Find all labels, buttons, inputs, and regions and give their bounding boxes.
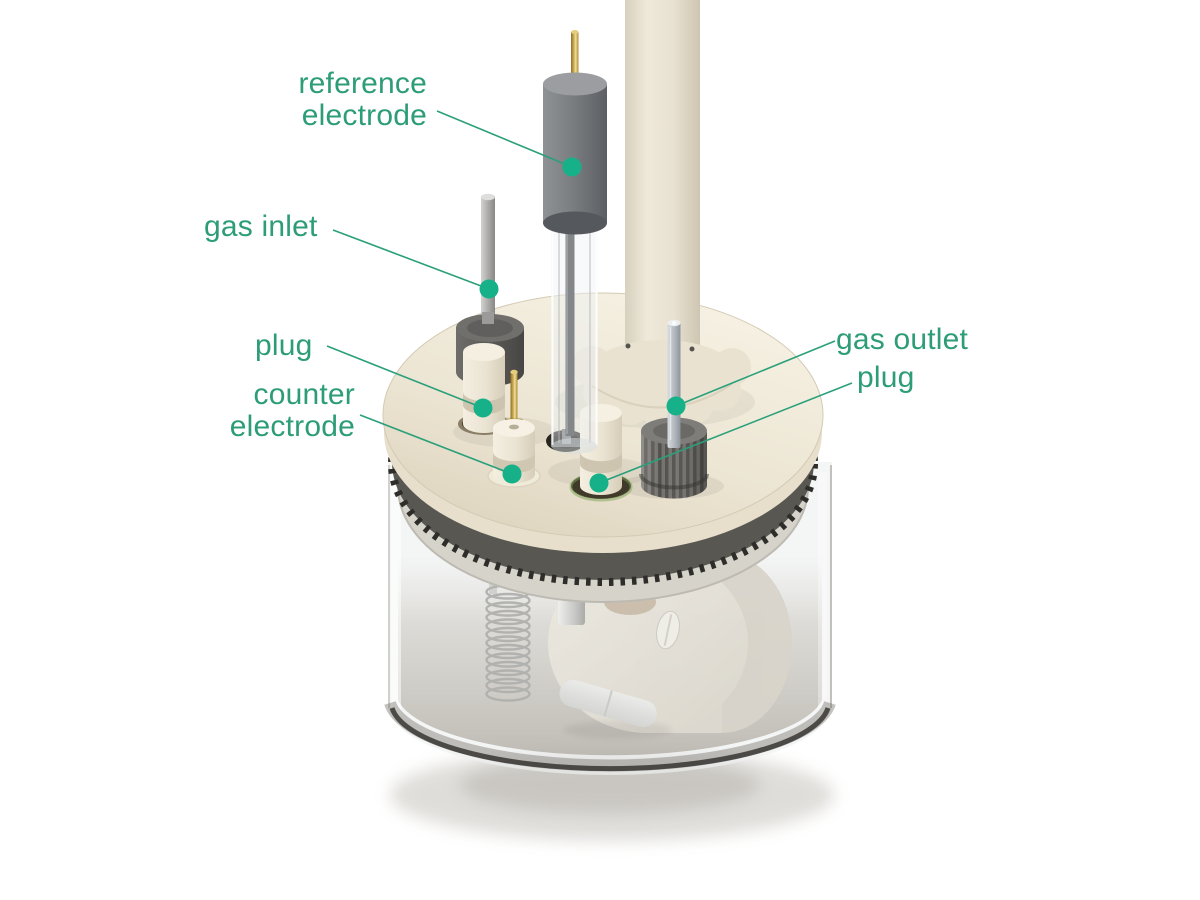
lid-fittings — [453, 0, 755, 502]
reference-glass-tube — [551, 222, 598, 454]
stirrer-column — [625, 0, 700, 356]
label-counter-electrode: counter electrode — [229, 378, 355, 444]
gas-outlet-port — [639, 319, 709, 499]
leader-line-gas-inlet — [332, 229, 490, 290]
label-reference-electrode: reference electrode — [298, 67, 427, 133]
label-dot-gas-inlet — [479, 279, 499, 299]
label-plug-right: plug — [857, 361, 915, 394]
gas-inlet-tube — [481, 196, 495, 336]
label-plug-left: plug — [255, 329, 313, 362]
leader-line-counter-electrode — [359, 414, 513, 475]
label-dot-reference-electrode — [562, 157, 582, 177]
leader-line-reference-electrode — [436, 110, 573, 168]
label-gas-outlet: gas outlet — [836, 323, 969, 356]
reference-electrode-part — [543, 30, 607, 235]
counter-electrode-pin — [510, 372, 518, 424]
reference-electrode-body — [543, 84, 607, 223]
floor-shadow — [390, 749, 834, 841]
label-dot-plug-right — [589, 473, 609, 493]
leader-line-gas-outlet — [675, 340, 836, 407]
gas-outlet-tube — [667, 322, 681, 448]
label-dot-counter-electrode — [502, 464, 522, 484]
label-gas-inlet: gas inlet — [204, 210, 318, 243]
leader-line-plug-left — [326, 345, 484, 409]
label-dot-gas-outlet — [666, 396, 686, 416]
label-dot-plug-left — [473, 398, 493, 418]
stir-bar — [559, 679, 672, 739]
reference-electrode-pin — [571, 32, 579, 86]
leader-line-plug-right — [598, 382, 853, 484]
leader-lines — [326, 110, 853, 493]
